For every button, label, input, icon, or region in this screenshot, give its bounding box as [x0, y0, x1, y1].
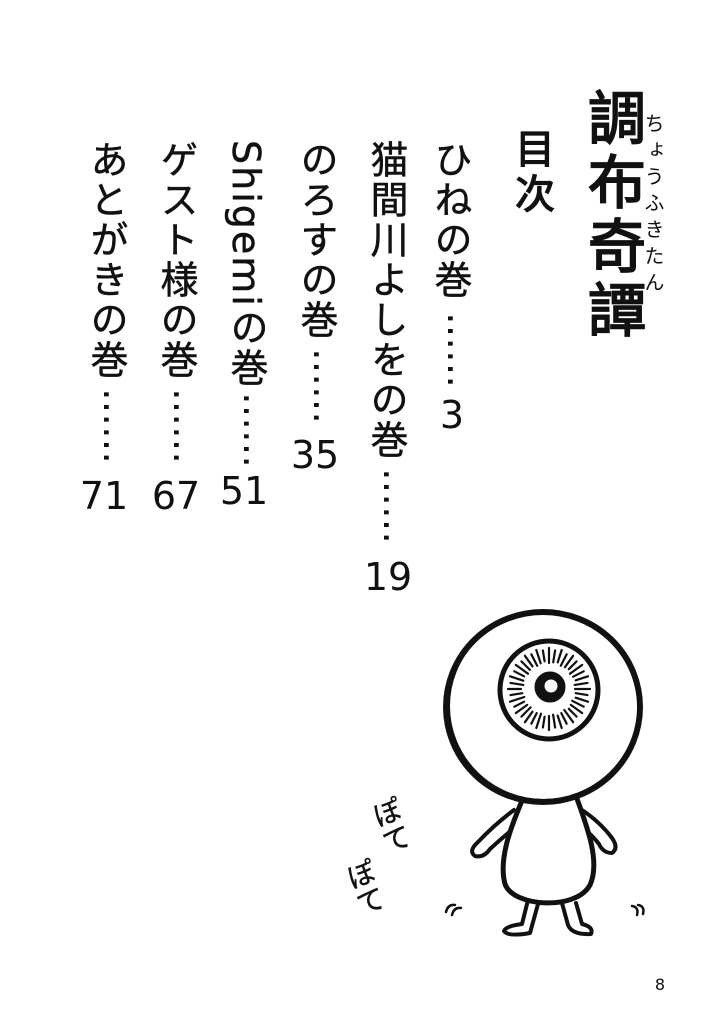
iris-line [559, 653, 568, 667]
iris-line [574, 696, 590, 703]
iris-line [513, 670, 526, 678]
toc-entry-page: 3 [439, 393, 465, 437]
iris-line [560, 711, 568, 725]
iris-line [569, 703, 584, 715]
creature-left-leg [502, 898, 540, 937]
iris-line [574, 675, 590, 682]
iris-line [552, 649, 557, 664]
creature-body [500, 793, 597, 906]
iris-line [535, 648, 542, 665]
creature-iris [506, 646, 592, 732]
iris-line [551, 713, 557, 729]
sound-effect-text: ぽて [339, 855, 390, 920]
iris-line [513, 700, 526, 708]
toc-entry-page: 71 [79, 474, 129, 518]
book-title: 調布奇譚 [578, 88, 646, 344]
iris-line [574, 692, 589, 697]
toc-entry-title: ひねの巻 [428, 140, 473, 301]
iris-line [541, 715, 546, 729]
creature-pupil-highlight [544, 679, 558, 693]
book-title-ruby: ちょうふきたん [641, 113, 665, 299]
toc-entry-title: のろすの巻 [294, 140, 339, 341]
creature-left-arm [470, 808, 516, 859]
toc-entry-title: Shigemiの巻 [224, 140, 269, 388]
creature-eye-outline [497, 638, 601, 742]
iris-line [530, 653, 539, 667]
toc-entry-leader: …… [165, 388, 209, 464]
motion-mark-left [444, 903, 463, 917]
iris-line [508, 695, 526, 703]
iris-line [573, 681, 589, 687]
sound-effect-text: ぽて [365, 793, 416, 858]
iris-line [571, 699, 585, 708]
creature-pupil [534, 671, 566, 703]
toc-entry-page: 67 [151, 474, 201, 518]
iris-line [571, 670, 585, 678]
toc-entry-leader: …… [235, 392, 279, 468]
motion-mark-right [630, 903, 645, 917]
toc-entry-leader: …… [375, 468, 419, 544]
toc-entry-page: 51 [219, 469, 269, 513]
iris-line [556, 714, 563, 730]
creature-head [443, 609, 643, 805]
toc-entry-leader: …… [439, 312, 483, 388]
iris-line [567, 707, 578, 718]
page-number: 8 [654, 975, 666, 994]
iris-line [541, 649, 546, 663]
creature-right-leg [560, 901, 594, 937]
toc-entry-leader: …… [95, 388, 139, 464]
toc-entry-title: 猫間川よしをの巻 [364, 140, 409, 461]
iris-line [535, 712, 543, 730]
iris-line [514, 663, 530, 675]
iris-line [514, 703, 529, 715]
iris-line [563, 654, 575, 669]
iris-line [568, 663, 584, 675]
toc-entry-page: 19 [363, 555, 413, 599]
toc-entry-leader: …… [305, 348, 349, 424]
iris-line [520, 706, 532, 718]
toc-entry-title: あとがきの巻 [84, 140, 129, 381]
iris-line [523, 710, 534, 724]
toc-entry-title: ゲスト様の巻 [154, 140, 199, 381]
iris-line [530, 711, 538, 725]
toc-heading: 目次 [508, 128, 554, 218]
iris-line [520, 660, 532, 672]
toc-entry-page: 35 [290, 433, 340, 477]
iris-line [523, 654, 534, 668]
creature-right-arm [580, 808, 618, 855]
iris-line [508, 675, 525, 682]
iris-line [509, 692, 524, 697]
iris-line [556, 648, 563, 664]
iris-line [509, 681, 525, 687]
iris-line [563, 708, 575, 724]
iris-line [567, 660, 578, 671]
